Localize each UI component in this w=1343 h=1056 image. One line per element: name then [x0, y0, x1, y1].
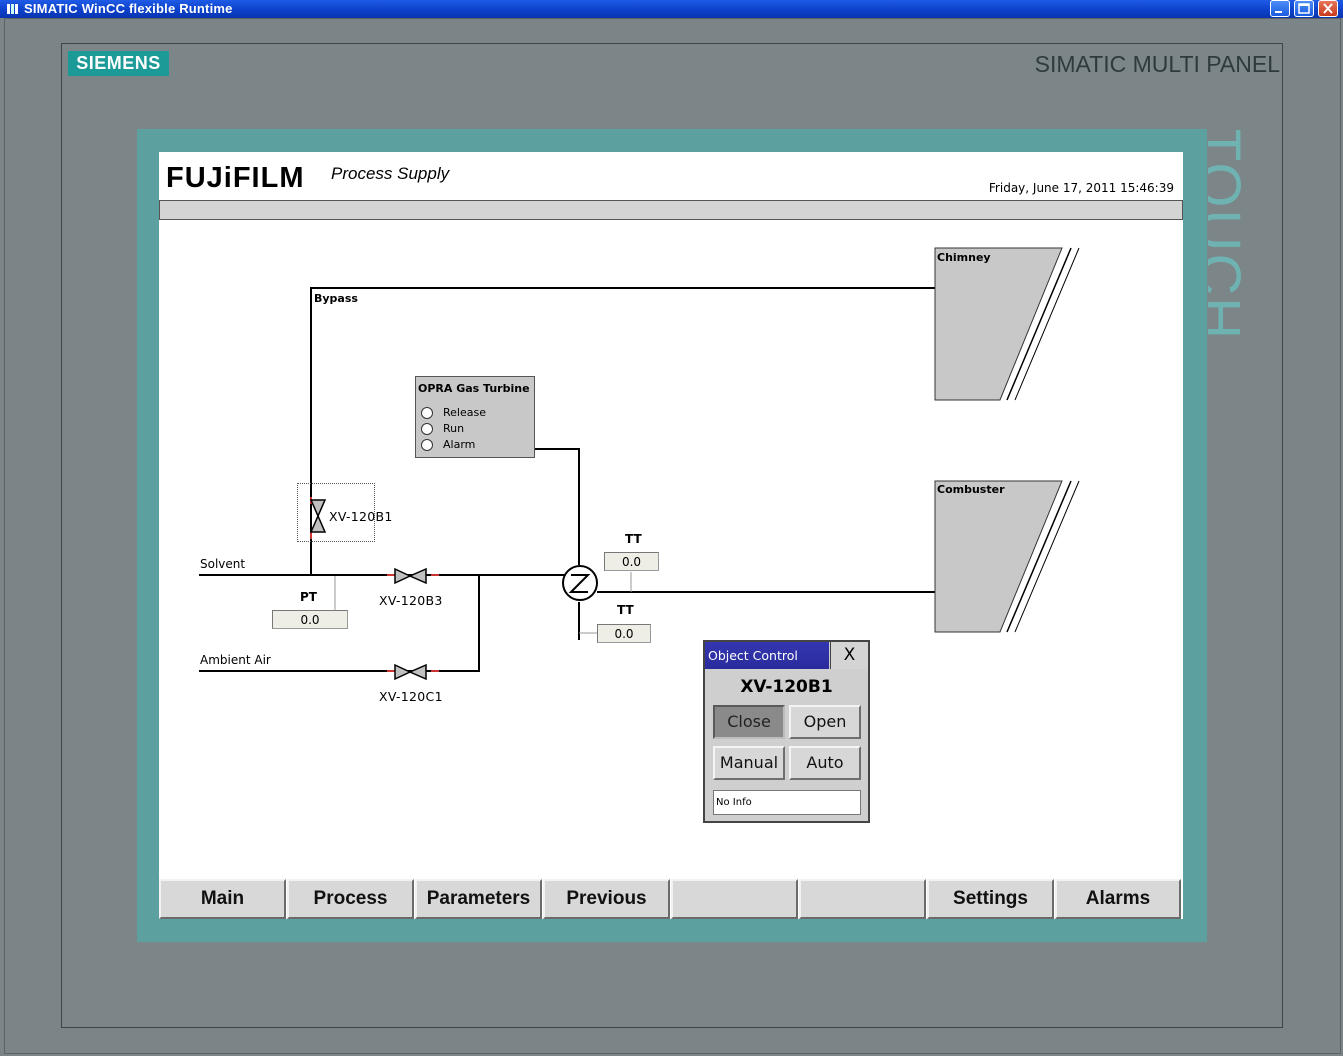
valve-xv-120c1[interactable]: [393, 662, 429, 682]
object-info-field: No Info: [713, 790, 861, 815]
gas-turbine-title: OPRA Gas Turbine: [418, 382, 530, 395]
nav-parameters-button[interactable]: Parameters: [415, 879, 542, 919]
pt-value: 0.0: [272, 610, 348, 629]
bottom-navigation: Main Process Parameters Previous Setting…: [159, 879, 1183, 919]
window-title-bar[interactable]: SIMATIC WinCC flexible Runtime: [0, 0, 1343, 18]
release-indicator-icon: [421, 407, 433, 419]
nav-previous-button[interactable]: Previous: [543, 879, 670, 919]
chimney-label: Chimney: [937, 251, 991, 264]
nav-empty-button-1[interactable]: [671, 879, 798, 919]
nav-alarms-button[interactable]: Alarms: [1055, 879, 1181, 919]
run-label: Run: [443, 422, 465, 435]
touch-label-text: TOUCH: [1208, 130, 1252, 340]
object-control-tag: XV-120B1: [740, 677, 833, 697]
message-bar: [159, 200, 1183, 220]
maximize-button[interactable]: [1294, 0, 1314, 17]
brand-subtitle: Process Supply: [331, 164, 450, 183]
siemens-logo: SIEMENS: [68, 51, 169, 76]
nav-empty-button-2[interactable]: [799, 879, 926, 919]
alarm-indicator-icon: [421, 439, 433, 451]
manual-mode-button[interactable]: Manual: [713, 746, 785, 780]
nav-process-button[interactable]: Process: [287, 879, 414, 919]
auto-mode-button[interactable]: Auto: [789, 746, 861, 780]
turbine-state-run: Run: [421, 422, 531, 438]
object-control-title[interactable]: Object Control: [705, 642, 829, 669]
valve-close-button[interactable]: Close: [713, 705, 785, 739]
tt1-label: TT: [625, 532, 642, 546]
valve-xv-120b1-label: XV-120B1: [329, 509, 393, 524]
hmi-screen: FUJiFILM Process Supply Friday, June 17,…: [159, 152, 1183, 919]
app-icon: [7, 4, 18, 14]
turbine-state-release: Release: [421, 406, 531, 422]
alarm-label: Alarm: [443, 438, 476, 451]
nav-main-button[interactable]: Main: [159, 879, 286, 919]
solvent-label: Solvent: [200, 557, 246, 571]
combuster-label: Combuster: [937, 483, 1005, 496]
valve-xv-120b3[interactable]: [393, 566, 429, 586]
panel-model-label: SIMATIC MULTI PANEL: [1034, 51, 1280, 77]
valve-xv-120b3-label: XV-120B3: [379, 593, 443, 608]
close-window-button[interactable]: [1318, 0, 1338, 17]
minimize-icon: [1275, 11, 1282, 13]
gas-turbine-panel[interactable]: OPRA Gas Turbine Release Run Alarm: [415, 376, 535, 458]
datetime-display: Friday, June 17, 2011 15:46:39: [988, 181, 1174, 195]
touch-label: TOUCH: [1208, 130, 1252, 340]
run-indicator-icon: [421, 423, 433, 435]
close-icon: [1323, 3, 1333, 14]
turbine-state-alarm: Alarm: [421, 438, 531, 454]
valve-xv-120c1-label: XV-120C1: [379, 689, 443, 704]
maximize-icon: [1298, 3, 1310, 14]
object-control-close-button[interactable]: X: [830, 642, 868, 669]
minimize-button[interactable]: [1270, 0, 1290, 17]
object-control-dialog: Object Control X XV-120B1 Close Open Man…: [703, 640, 870, 823]
release-label: Release: [443, 406, 486, 419]
window-title: SIMATIC WinCC flexible Runtime: [24, 1, 233, 16]
nav-settings-button[interactable]: Settings: [927, 879, 1054, 919]
tt2-value: 0.0: [597, 624, 651, 643]
valve-open-button[interactable]: Open: [789, 705, 861, 739]
bypass-label: Bypass: [314, 292, 358, 305]
tt2-label: TT: [617, 603, 634, 617]
fujifilm-logo: FUJiFILM: [166, 162, 305, 194]
valve-xv-120b1[interactable]: XV-120B1: [297, 483, 392, 542]
tt1-value: 0.0: [604, 552, 659, 571]
process-piping: [199, 247, 1080, 672]
pt-label: PT: [300, 590, 317, 604]
valve-vertical-icon: [309, 499, 327, 533]
ambient-air-label: Ambient Air: [200, 653, 271, 667]
